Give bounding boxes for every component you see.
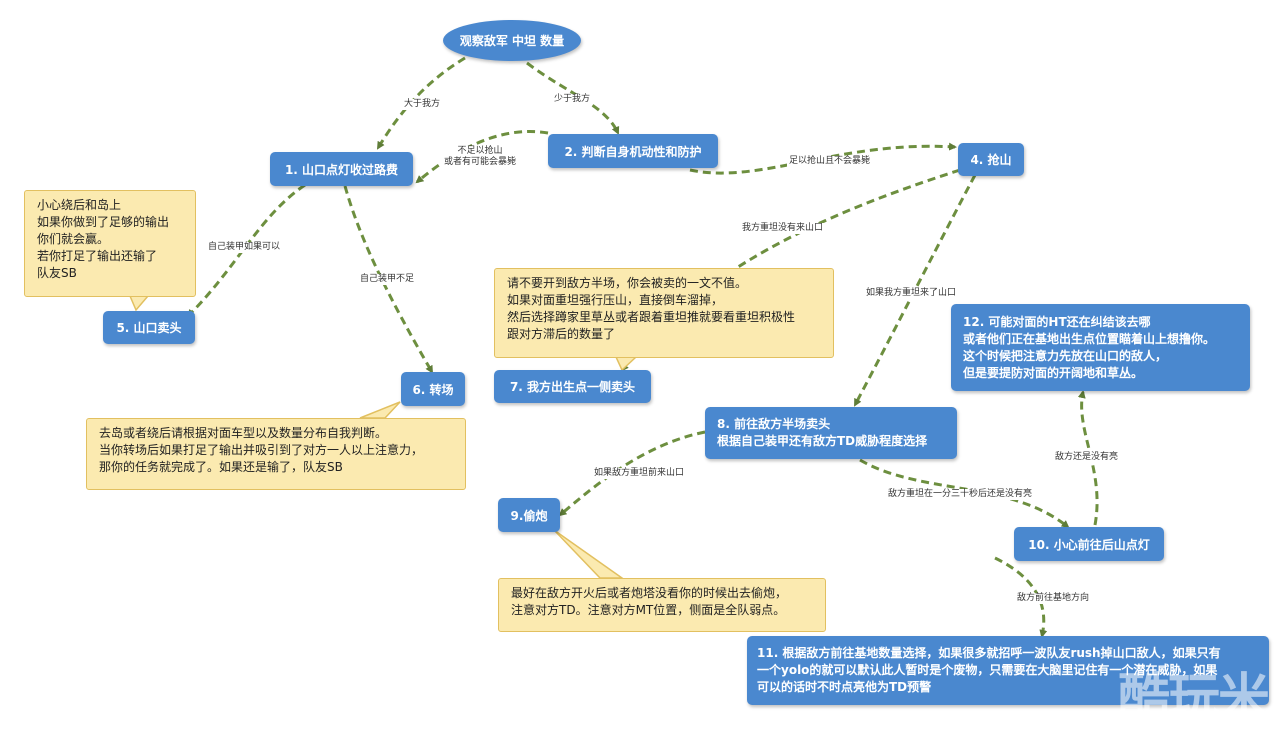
note-node-9: 最好在敌方开火后或者炮塔没看你的时候出去偷炮， 注意对方TD。注意对方MT位置，…	[498, 578, 826, 632]
note6-line-2: 当你转场后如果打足了输出并吸引到了对方一人以上注意力，	[99, 443, 424, 457]
node-8-line-2: 根据自己装甲还有敌方TD威胁程度选择	[717, 434, 928, 448]
node-12-line-1: 12. 可能对面的HT还在纠结该去哪	[963, 314, 1151, 329]
node-11-line-1: 11. 根据敌方前往基地数量选择，如果很多就招呼一波队友rush掉山口敌人，如果…	[757, 646, 1221, 660]
note9-line-1: 最好在敌方开火后或者炮塔没看你的时候出去偷炮，	[511, 586, 788, 600]
note6-line-3: 那你的任务就完成了。如果还是输了，队友SB	[99, 460, 343, 474]
edge-label-n4-n8: 如果我方重坦来了山口	[864, 288, 959, 299]
note7-line-1: 请不要开到敌方半场，你会被卖的一文不值。	[507, 276, 748, 290]
note6-line-1: 去岛或者绕后请根据对面车型以及数量分布自我判断。	[99, 426, 388, 440]
root-node-enemy-medium-tanks[interactable]: 观察敌军 中坦 数量	[443, 20, 581, 61]
note7-line-2: 如果对面重坦强行压山，直接倒车溜掉，	[507, 293, 724, 307]
node-12-line-2: 或者他们正在基地出生点位置瞄着山上想撸你。	[963, 331, 1216, 346]
node-12-heavy-tank-warning[interactable]: 12. 可能对面的HT还在纠结该去哪 或者他们正在基地出生点位置瞄着山上想撸你。…	[951, 304, 1250, 391]
note-node-6: 去岛或者绕后请根据对面车型以及数量分布自我判断。 当你转场后如果打足了输出并吸引…	[86, 418, 466, 490]
note5-line-5: 队友SB	[37, 266, 77, 280]
edge-label-root-n1: 大于我方	[402, 99, 443, 110]
edge-label-n2-n4: 足以抢山且不会暴毙	[787, 156, 873, 167]
note-node-7: 请不要开到敌方半场，你会被卖的一文不值。 如果对面重坦强行压山，直接倒车溜掉， …	[494, 268, 834, 358]
edge-label-n2-n1-line-1: 不足以抢山	[457, 146, 503, 156]
edge-label-n8-n10: 敌方重坦在一分三十秒后还是没有亮	[886, 489, 1035, 500]
note6-pointer	[359, 401, 401, 419]
note-node-5: 小心绕后和岛上 如果你做到了足够的输出 你们就会赢。 若你打足了输出还输了 队友…	[24, 190, 196, 297]
note9-pointer	[553, 529, 625, 579]
edge-n10-n12	[1077, 390, 1099, 526]
note7-line-4: 跟对方滞后的数量了	[507, 327, 616, 341]
edge-n4-n8	[853, 174, 977, 407]
node-2-judge-mobility[interactable]: 2. 判断自身机动性和防护	[548, 134, 718, 168]
watermark-logo: 酷玩米	[1118, 669, 1270, 729]
edge-label-n10-n12: 敌方还是没有亮	[1053, 452, 1121, 463]
edge-label-n1-n6: 自己装甲不足	[358, 274, 417, 285]
node-1-hill-spot[interactable]: 1. 山口点灯收过路费	[270, 152, 413, 186]
node-7-base-side-peek[interactable]: 7. 我方出生点一侧卖头	[494, 370, 651, 403]
note9-line-2: 注意对方TD。注意对方MT位置，侧面是全队弱点。	[511, 603, 786, 617]
node-9-steal-artillery[interactable]: 9.偷炮	[498, 498, 560, 532]
edge-label-n1-n5: 自己装甲如果可以	[206, 242, 283, 253]
note5-line-3: 你们就会赢。	[37, 232, 110, 246]
node-10-back-hill-spot[interactable]: 10. 小心前往后山点灯	[1014, 527, 1164, 561]
node-6-relocate[interactable]: 6. 转场	[401, 372, 465, 406]
note5-line-2: 如果你做到了足够的输出	[37, 215, 170, 229]
note7-line-3: 然后选择蹲家里草丛或者跟着重坦推就要看重坦积极性	[507, 310, 796, 324]
edge-n4-n7	[620, 168, 961, 372]
node-8-enemy-half-peek[interactable]: 8. 前往敌方半场卖头 根据自己装甲还有敌方TD威胁程度选择	[705, 407, 957, 459]
note7-pointer	[614, 356, 638, 372]
note5-line-4: 若你打足了输出还输了	[37, 249, 158, 263]
node-8-line-1: 8. 前往敌方半场卖头	[717, 417, 831, 431]
note5-line-1: 小心绕后和岛上	[37, 198, 122, 212]
edge-label-n2-n1: 不足以抢山 或者有可能会暴毙	[442, 146, 519, 168]
edge-n2-n4	[689, 142, 957, 175]
edge-label-n8-n9: 如果敌方重坦前来山口	[592, 468, 687, 479]
node-11-line-2: 一个yolo的就可以默认此人暂时是个废物，只需要在大脑里记住有一个潜在威胁，如果	[757, 663, 1218, 677]
node-11-line-3: 可以的话时不时点亮他为TD预警	[757, 680, 932, 694]
edge-label-root-n2: 少于我方	[552, 94, 593, 105]
node-5-hill-peek[interactable]: 5. 山口卖头	[103, 311, 195, 344]
edge-n1-n6	[343, 185, 434, 374]
node-11-enemy-base-choice[interactable]: 11. 根据敌方前往基地数量选择，如果很多就招呼一波队友rush掉山口敌人，如果…	[747, 636, 1269, 705]
note5-pointer	[128, 295, 150, 312]
edge-label-n10-n11: 敌方前往基地方向	[1015, 593, 1092, 604]
edge-label-n2-n1-line-2: 或者有可能会暴毙	[444, 157, 517, 167]
edge-label-n4-n7: 我方重坦没有来山口	[740, 223, 826, 234]
node-12-line-4: 但是要提防对面的开阔地和草丛。	[963, 365, 1144, 380]
node-4-rush-hill[interactable]: 4. 抢山	[958, 143, 1024, 176]
edge-n2-n1	[415, 130, 549, 184]
node-12-line-3: 这个时候把注意力先放在山口的敌人，	[963, 348, 1168, 363]
